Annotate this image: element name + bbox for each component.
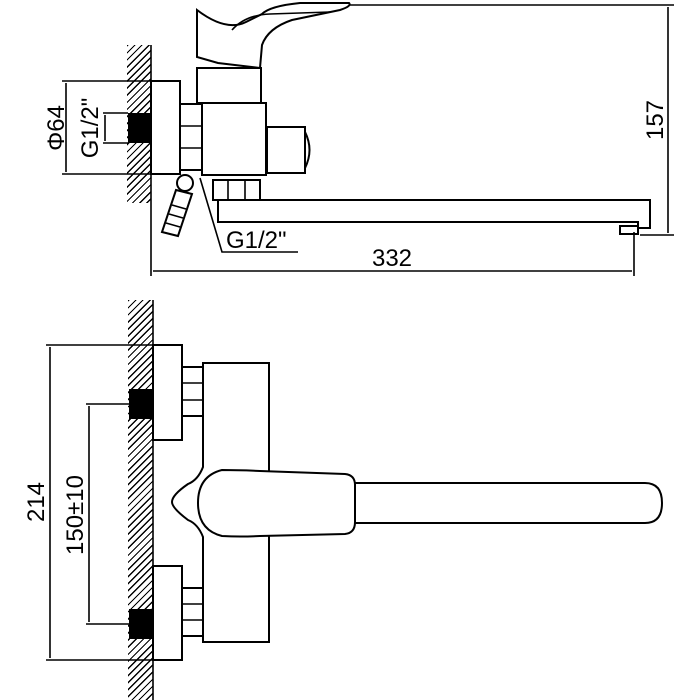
threaded-inlet-upper bbox=[129, 389, 153, 419]
cartridge-housing bbox=[196, 67, 262, 104]
lever-handle bbox=[196, 2, 351, 70]
overall-height-label: 214 bbox=[23, 482, 50, 522]
front-view: 214 150±10 bbox=[23, 300, 664, 700]
nut-upper bbox=[181, 366, 204, 417]
mixer-body bbox=[201, 102, 267, 176]
diameter-label: Φ64 bbox=[43, 105, 70, 151]
side-view: Φ64 G1/2" G1/2" 332 157 bbox=[43, 2, 674, 276]
thread-leader-line bbox=[199, 177, 298, 253]
nut-lower bbox=[181, 587, 204, 637]
drain-valve bbox=[160, 174, 194, 238]
escutcheon bbox=[150, 80, 181, 175]
inlet-thread-label: G1/2" bbox=[77, 98, 104, 159]
escutcheon-upper bbox=[152, 344, 183, 441]
spout bbox=[217, 199, 651, 229]
height-label: 157 bbox=[642, 100, 669, 140]
diverter-knob bbox=[266, 126, 306, 174]
threaded-inlet-lower bbox=[129, 609, 153, 639]
escutcheon-lower bbox=[152, 565, 183, 661]
lever-bar bbox=[354, 482, 664, 524]
connector-nut bbox=[179, 103, 203, 171]
aerator bbox=[619, 225, 639, 235]
outlet-thread-label: G1/2" bbox=[226, 227, 287, 254]
lever-base bbox=[196, 468, 356, 538]
spout-nut bbox=[212, 179, 261, 201]
center-distance-label: 150±10 bbox=[62, 475, 89, 555]
threaded-inlet bbox=[128, 113, 151, 143]
length-label: 332 bbox=[372, 245, 412, 272]
